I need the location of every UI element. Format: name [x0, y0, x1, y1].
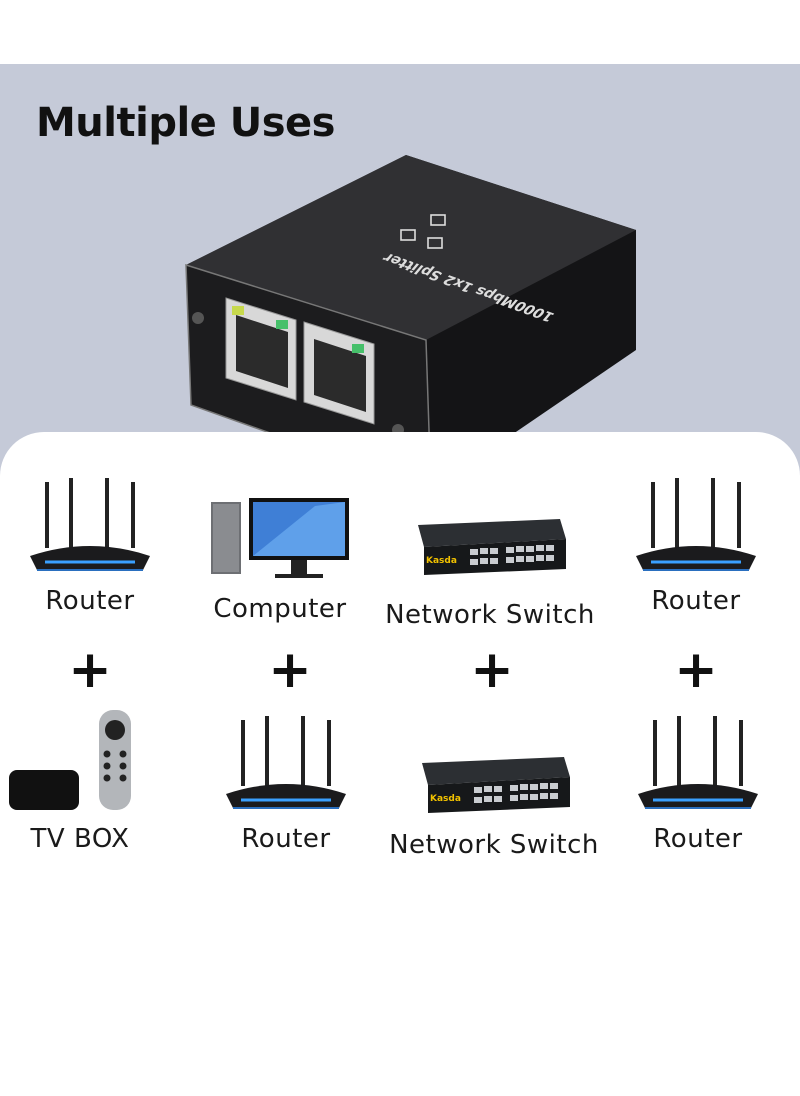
network-switch-icon — [410, 512, 570, 582]
use-bottom-2: Router — [186, 716, 386, 854]
use-label: Network Switch — [385, 600, 595, 630]
use-top-2: Computer — [180, 496, 380, 624]
use-top-3: Kasda Network Switch — [385, 512, 594, 630]
use-label: Router — [241, 824, 331, 854]
switch-brand: Kasda — [430, 794, 461, 804]
plus-icon: + — [268, 640, 312, 700]
computer-icon — [205, 496, 355, 586]
switch-brand: Kasda — [426, 556, 457, 566]
use-label: Network Switch — [389, 830, 599, 860]
plus-icon: + — [470, 640, 514, 700]
use-bottom-3: Kasda Network Switch — [389, 750, 598, 860]
page-title: Multiple Uses — [36, 100, 335, 146]
use-label: Router — [651, 586, 741, 616]
use-label: Router — [45, 586, 135, 616]
router-icon — [221, 716, 351, 816]
plus-icon: + — [68, 640, 112, 700]
ethernet-port-icon — [303, 321, 375, 425]
router-icon — [631, 478, 761, 578]
use-bottom-4: Router — [598, 716, 798, 854]
use-top-1: Router — [0, 478, 190, 616]
use-label: TV BOX — [30, 824, 130, 854]
use-label: Router — [653, 824, 743, 854]
network-switch-icon — [414, 750, 574, 820]
router-icon — [633, 716, 763, 816]
router-icon — [25, 478, 155, 578]
use-top-4: Router — [596, 478, 796, 616]
ethernet-port-icon — [225, 297, 297, 401]
ethernet-splitter-icon — [176, 150, 646, 500]
plus-icon: + — [674, 640, 718, 700]
use-label: Computer — [213, 594, 347, 624]
use-bottom-1: TV BOX — [0, 706, 180, 854]
tv-box-icon — [5, 706, 155, 816]
